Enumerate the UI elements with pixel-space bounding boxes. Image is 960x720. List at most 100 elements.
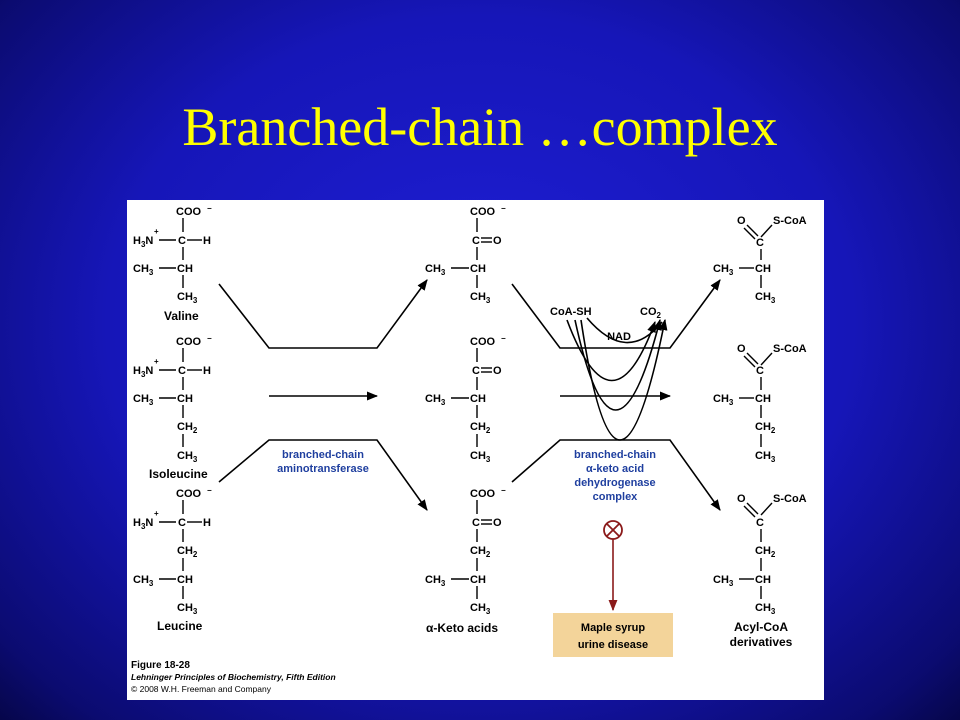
svg-text:COO: COO (470, 488, 496, 500)
svg-text:CH: CH (470, 393, 486, 405)
svg-text:H: H (203, 517, 211, 529)
svg-text:C: C (178, 517, 186, 529)
svg-text:CH3: CH3 (713, 263, 734, 277)
svg-text:dehydrogenase: dehydrogenase (574, 477, 655, 489)
svg-text:CH2: CH2 (755, 545, 776, 559)
inhibition-icon (603, 520, 623, 612)
svg-text:H3N: H3N (133, 365, 153, 379)
svg-text:CH: CH (755, 263, 771, 275)
svg-text:CH3: CH3 (755, 602, 776, 616)
isoleucine-label: Isoleucine (149, 467, 208, 481)
transamination-arrows (218, 279, 428, 511)
svg-text:CH3: CH3 (177, 291, 198, 305)
svg-text:−: − (501, 486, 506, 495)
leucine-label: Leucine (157, 619, 203, 633)
svg-text:C: C (756, 365, 764, 377)
valine-structure: COO − + H3N C H CH3 CH CH3 Valine (133, 204, 212, 323)
svg-text:CH: CH (470, 263, 486, 275)
svg-text:branched-chain: branched-chain (282, 449, 364, 461)
svg-text:H3N: H3N (133, 235, 153, 249)
svg-text:−: − (207, 204, 212, 213)
figure-caption: Figure 18-28 Lehninger Principles of Bio… (131, 660, 336, 694)
aminotransferase-label: branched-chain aminotransferase (277, 449, 369, 475)
acyl-coa-leucine: O S-CoA C CH2 CH3 CH CH3 Acyl-CoA deriva… (713, 493, 807, 649)
svg-text:C: C (472, 365, 480, 377)
svg-text:COO: COO (470, 206, 496, 218)
svg-text:Maple syrup: Maple syrup (581, 622, 645, 634)
svg-text:Lehninger Principles of Bioche: Lehninger Principles of Biochemistry, Fi… (131, 672, 336, 682)
svg-text:CH3: CH3 (713, 393, 734, 407)
metabolic-pathway-figure: COO − + H3N C H CH3 CH CH3 Valine COO − … (127, 200, 824, 700)
svg-text:C: C (756, 237, 764, 249)
svg-text:O: O (493, 365, 502, 377)
svg-text:O: O (737, 343, 746, 355)
svg-text:CH: CH (177, 393, 193, 405)
svg-text:CH: CH (470, 574, 486, 586)
acyl-coa-derivatives-label: derivatives (730, 635, 793, 649)
svg-text:CH2: CH2 (755, 421, 776, 435)
svg-text:O: O (493, 235, 502, 247)
dehydrogenase-label: branched-chain α-keto acid dehydrogenase… (574, 449, 656, 503)
svg-text:CH2: CH2 (470, 421, 491, 435)
svg-text:COO: COO (470, 336, 496, 348)
svg-text:CH3: CH3 (133, 393, 154, 407)
co2-label: CO (640, 306, 657, 318)
svg-text:+: + (154, 357, 159, 366)
svg-text:O: O (493, 517, 502, 529)
svg-text:CH3: CH3 (177, 450, 198, 464)
svg-text:CH2: CH2 (177, 545, 198, 559)
svg-text:CH3: CH3 (133, 574, 154, 588)
leucine-structure: COO − + H3N C H CH2 CH3 CH CH3 Leucine (133, 486, 212, 633)
svg-text:C: C (472, 517, 480, 529)
svg-text:O: O (737, 215, 746, 227)
svg-text:CH3: CH3 (755, 450, 776, 464)
svg-text:COO: COO (176, 206, 202, 218)
svg-text:CH2: CH2 (177, 421, 198, 435)
disease-box: Maple syrup urine disease (553, 613, 673, 657)
svg-text:−: − (207, 486, 212, 495)
svg-text:C: C (472, 235, 480, 247)
svg-text:COO: COO (176, 336, 202, 348)
svg-text:CH3: CH3 (425, 574, 446, 588)
svg-text:CH3: CH3 (177, 602, 198, 616)
svg-text:CH3: CH3 (470, 602, 491, 616)
svg-text:CH3: CH3 (470, 450, 491, 464)
valine-label: Valine (164, 309, 199, 323)
svg-text:urine disease: urine disease (578, 639, 648, 651)
svg-text:C: C (756, 517, 764, 529)
svg-text:branched-chain: branched-chain (574, 449, 656, 461)
svg-text:CH3: CH3 (713, 574, 734, 588)
slide-title: Branched-chain …complex (182, 97, 778, 157)
svg-text:CH: CH (755, 574, 771, 586)
svg-text:© 2008 W.H. Freeman and Compan: © 2008 W.H. Freeman and Company (131, 684, 272, 694)
svg-text:C: C (178, 365, 186, 377)
keto-acid-leucine: COO − C O CH2 CH3 CH CH3 α-Keto acids (425, 486, 506, 635)
svg-text:CH3: CH3 (470, 291, 491, 305)
svg-text:CH3: CH3 (133, 263, 154, 277)
acyl-coa-valine: O S-CoA C CH3 CH CH3 (713, 215, 807, 305)
svg-text:CH: CH (177, 263, 193, 275)
svg-text:CH3: CH3 (755, 291, 776, 305)
svg-text:CH3: CH3 (425, 393, 446, 407)
svg-text:CO2: CO2 (640, 306, 662, 320)
keto-acid-isoleucine: COO − C O CH3 CH CH2 CH3 (425, 334, 506, 464)
svg-text:H3N: H3N (133, 517, 153, 531)
svg-text:α-keto acid: α-keto acid (586, 463, 644, 475)
svg-text:CH3: CH3 (425, 263, 446, 277)
svg-text:+: + (154, 509, 159, 518)
coa-sh-label: CoA-SH (550, 306, 592, 318)
svg-text:aminotransferase: aminotransferase (277, 463, 369, 475)
svg-text:−: − (501, 204, 506, 213)
dehydrogenase-arrows (511, 279, 721, 511)
svg-text:−: − (501, 334, 506, 343)
svg-text:S-CoA: S-CoA (773, 343, 807, 355)
svg-text:COO: COO (176, 488, 202, 500)
svg-text:H: H (203, 365, 211, 377)
svg-text:complex: complex (593, 491, 639, 503)
svg-text:Figure 18-28: Figure 18-28 (131, 660, 190, 671)
svg-text:CH2: CH2 (470, 545, 491, 559)
svg-text:CH: CH (755, 393, 771, 405)
isoleucine-structure: COO − + H3N C H CH3 CH CH2 CH3 Isoleucin… (133, 334, 212, 481)
keto-acid-valine: COO − C O CH3 CH CH3 (425, 204, 506, 305)
svg-text:CH: CH (177, 574, 193, 586)
